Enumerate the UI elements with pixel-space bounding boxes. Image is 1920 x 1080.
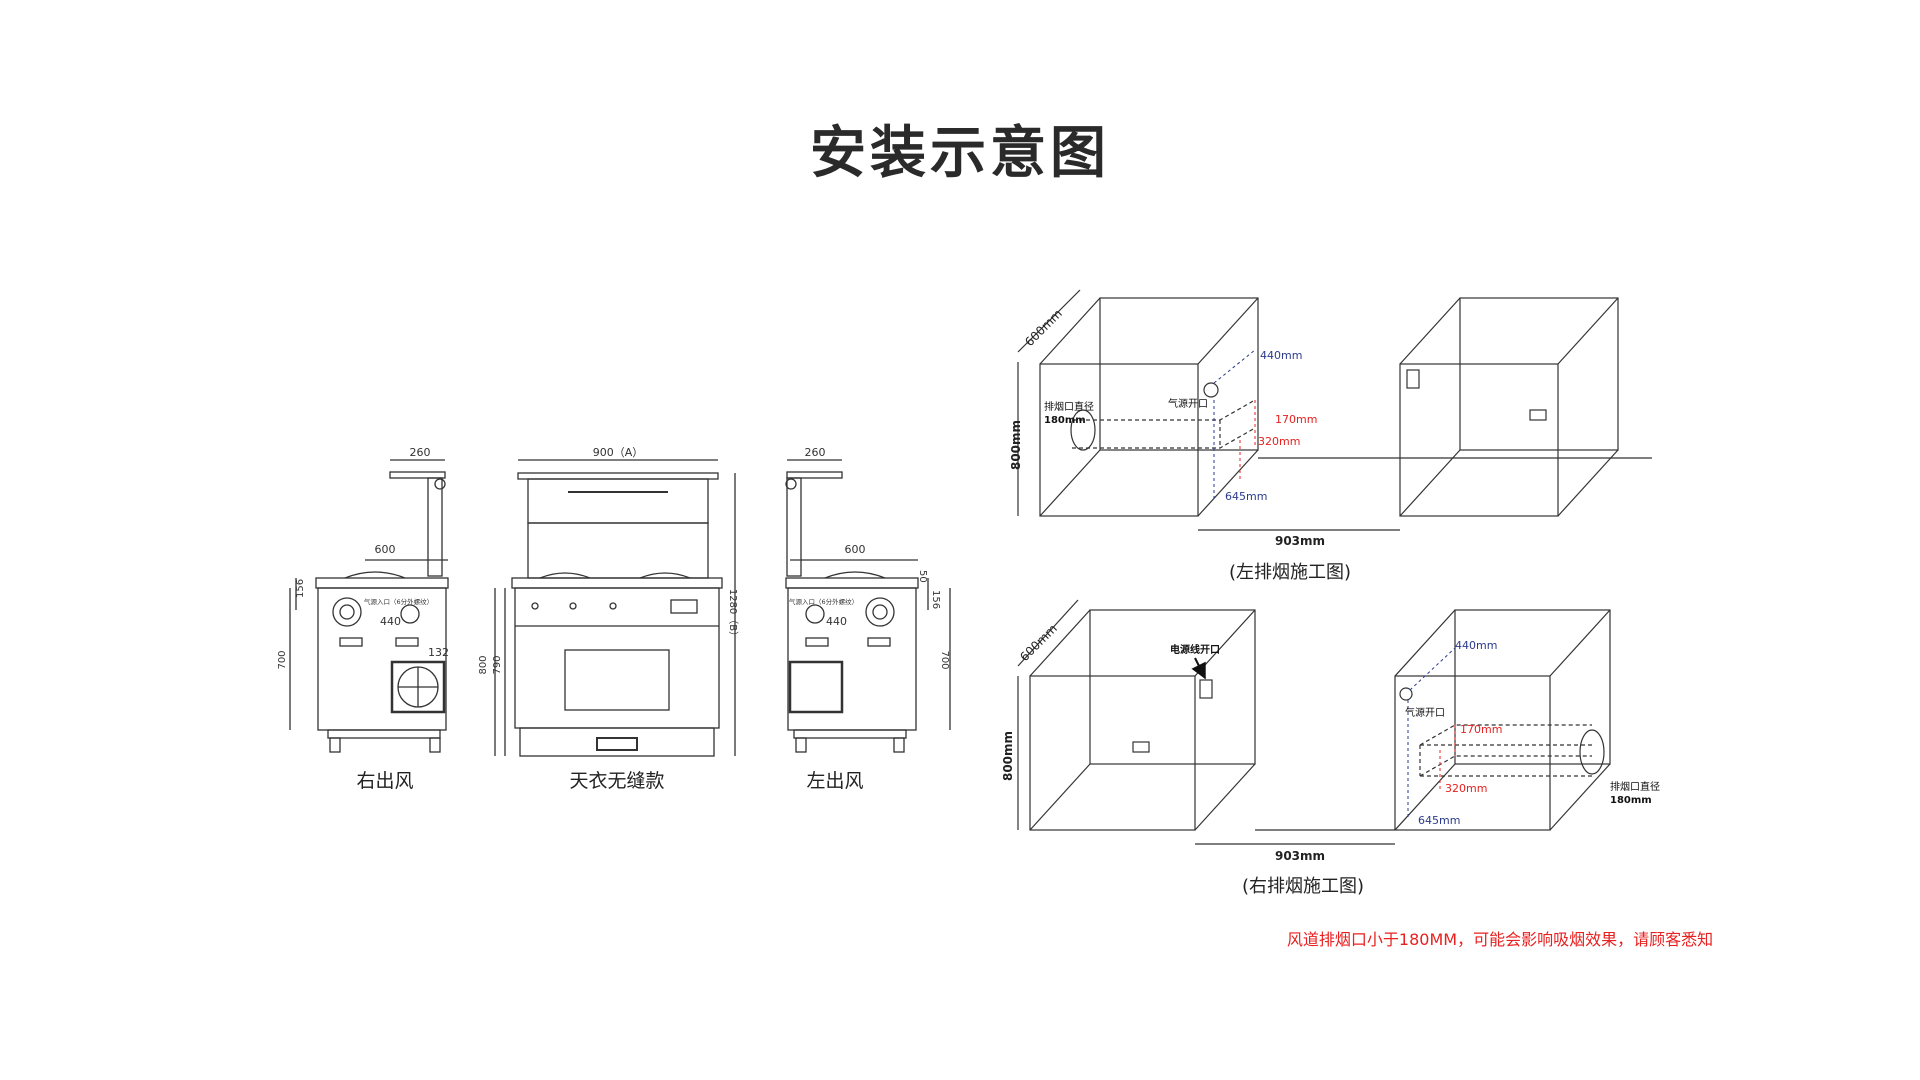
dim-left-700: 700 bbox=[939, 650, 950, 669]
d2-gas-opening: 气源开口 bbox=[1405, 706, 1445, 719]
dim-left-440: 440 bbox=[826, 615, 847, 628]
d2-power-opening: 电源线开口 bbox=[1170, 643, 1220, 656]
dim-left-50: 50 bbox=[917, 570, 928, 583]
page-title: 安装示意图 bbox=[810, 121, 1110, 186]
dim-left-600: 600 bbox=[845, 543, 866, 556]
dim-front-800: 800 bbox=[478, 655, 489, 674]
d1-exhaust-label-1: 排烟口直径 bbox=[1044, 400, 1094, 413]
caption-left-outlet: 左出风 bbox=[806, 770, 863, 792]
d2-645: 645mm bbox=[1418, 814, 1460, 827]
diagram1-red-dims bbox=[1239, 400, 1256, 480]
gas-inlet-right: 气源入口（6分外螺纹） bbox=[364, 597, 433, 606]
diagram1-blue-dims bbox=[1213, 349, 1256, 500]
d2-caption: (右排烟施工图) bbox=[1242, 876, 1364, 897]
view-front bbox=[494, 459, 736, 757]
view-right-outlet bbox=[289, 459, 449, 753]
view-left-outlet bbox=[785, 459, 951, 753]
d2-exhaust-label-2: 180mm bbox=[1610, 795, 1652, 806]
dim-left-156: 156 bbox=[930, 590, 941, 609]
dim-right-600: 600 bbox=[375, 543, 396, 556]
caption-front: 天衣无缝款 bbox=[569, 770, 664, 792]
d2-170: 170mm bbox=[1460, 723, 1502, 736]
dim-right-132: 132 bbox=[428, 646, 449, 659]
dim-right-700: 700 bbox=[277, 650, 288, 669]
power-arrow bbox=[1191, 657, 1206, 680]
d2-903: 903mm bbox=[1275, 849, 1325, 863]
dim-front-900: 900（A） bbox=[593, 446, 644, 459]
diagram2-blue-dims bbox=[1407, 647, 1456, 820]
d1-gas-opening: 气源开口 bbox=[1168, 397, 1208, 410]
dim-right-156: 156 bbox=[295, 579, 306, 598]
d2-height: 800mm bbox=[1001, 731, 1015, 781]
dim-front-790: 790 bbox=[492, 655, 503, 674]
d1-depth: 600mm bbox=[1022, 306, 1065, 349]
d2-320: 320mm bbox=[1445, 782, 1487, 795]
d1-height: 800mm bbox=[1009, 420, 1023, 470]
d1-170: 170mm bbox=[1275, 413, 1317, 426]
dim-front-1280: 1280（B） bbox=[727, 589, 739, 641]
gas-inlet-left: 气源入口（6分外螺纹） bbox=[789, 597, 858, 606]
d1-440: 440mm bbox=[1260, 349, 1302, 362]
d1-exhaust-label-2: 180mm bbox=[1044, 415, 1086, 426]
warning-note: 风道排烟口小于180MM，可能会影响吸烟效果，请顾客悉知 bbox=[1286, 930, 1714, 949]
d2-440: 440mm bbox=[1455, 639, 1497, 652]
d1-caption: (左排烟施工图) bbox=[1229, 562, 1351, 583]
diagram2-red-dims bbox=[1439, 725, 1456, 790]
d2-depth: 600mm bbox=[1017, 621, 1060, 664]
dim-right-440: 440 bbox=[380, 615, 401, 628]
d1-903: 903mm bbox=[1275, 534, 1325, 548]
d1-320: 320mm bbox=[1258, 435, 1300, 448]
dim-left-260: 260 bbox=[805, 446, 826, 459]
d1-645: 645mm bbox=[1225, 490, 1267, 503]
d2-exhaust-label-1: 排烟口直径 bbox=[1610, 780, 1660, 793]
dim-right-260: 260 bbox=[410, 446, 431, 459]
diagram-left-exhaust bbox=[1017, 289, 1652, 531]
diagram-right-exhaust bbox=[1017, 599, 1611, 845]
caption-right-outlet: 右出风 bbox=[356, 770, 413, 792]
